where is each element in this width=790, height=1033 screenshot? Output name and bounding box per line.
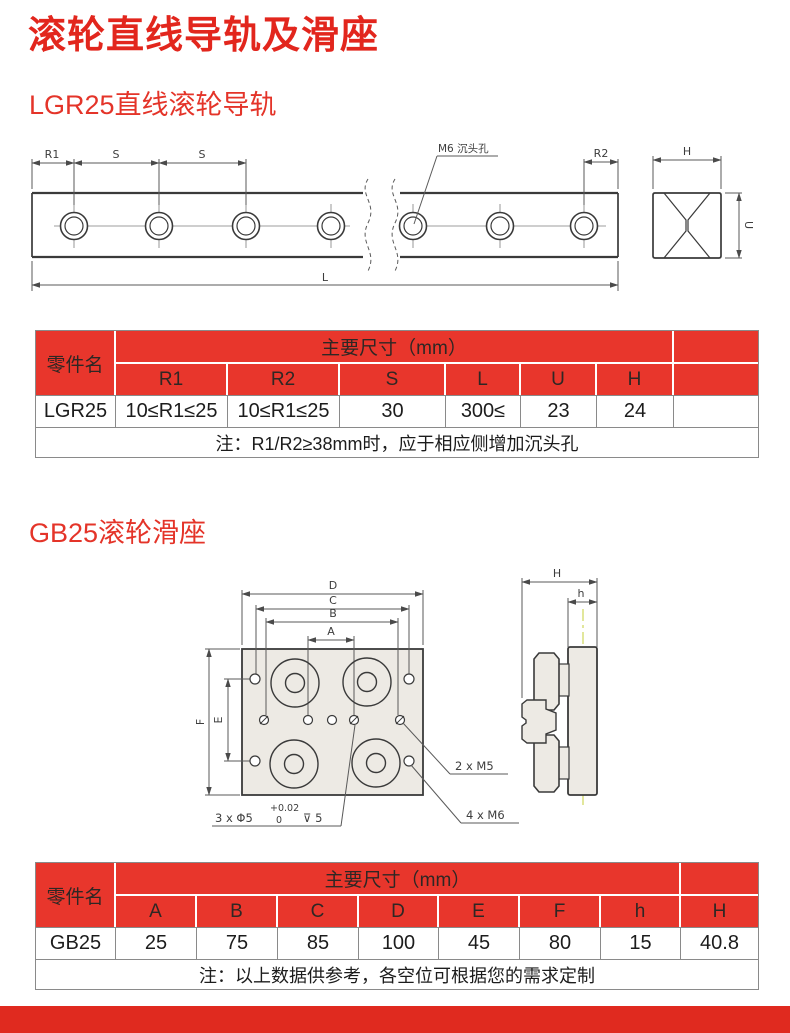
dims-front-top: D C B A [241, 579, 424, 643]
phi5-depth: ⊽ 5 [303, 811, 322, 825]
break-line [364, 178, 372, 272]
t1-note: 注：R1/R2≥38mm时，应于相应侧增加沉头孔 [36, 427, 758, 457]
dim-top: R1 S S [31, 148, 247, 205]
phi5-tol-top: +0.02 [270, 803, 299, 814]
lgr25-spec-table: 零件名 主要尺寸（mm） R1 R2 S L U H LGR25 10≤R1≤2… [35, 330, 759, 458]
t2-val-hs: 15 [601, 927, 681, 959]
t1-val-s: 30 [340, 395, 446, 427]
rail-hub [521, 699, 557, 744]
t2-col-b: B [197, 894, 278, 927]
t2-col-c: C [278, 894, 359, 927]
t2-data-row: GB25 25 75 85 100 45 80 15 40.8 [36, 927, 758, 959]
dim-label-h-small: h [578, 587, 585, 600]
slider-technical-drawing: D C B A F E 3 x Φ5 +0.02 0 ⊽ [194, 567, 598, 827]
section2-title: GB25滚轮滑座 [29, 518, 207, 548]
dim-label-s1: S [113, 148, 120, 161]
t2-col-d: D [359, 894, 439, 927]
phi5-tol-bottom: 0 [276, 815, 282, 826]
t2-part-name: GB25 [36, 927, 116, 959]
t2-col-hs: h [601, 894, 681, 927]
t2-val-c: 85 [278, 927, 359, 959]
dim-label-h-big: H [553, 567, 561, 580]
t2-val-d: 100 [359, 927, 439, 959]
t1-val-r1: 10≤R1≤25 [116, 395, 228, 427]
t2-col-hb: H [681, 894, 758, 927]
dim-label-f: F [194, 719, 207, 725]
dim-label-s2: S [199, 148, 206, 161]
dim-label-r1: R1 [45, 148, 60, 161]
t1-val-u: 23 [521, 395, 597, 427]
t1-val-l: 300≤ [446, 395, 521, 427]
rail-technical-drawing: R1 S S M6 沉头孔 R2 L H U [31, 142, 755, 291]
t2-part-header: 零件名 [36, 863, 116, 927]
dim-label-b: B [329, 607, 337, 620]
roller-top [533, 652, 560, 711]
dim-label-d: D [329, 579, 337, 592]
m5-label: 2 x M5 [455, 759, 494, 773]
t1-col-h: H [597, 362, 674, 395]
t1-part-header: 零件名 [36, 331, 116, 395]
phi5-label: 3 x Φ5 [215, 811, 253, 825]
t2-val-b: 75 [197, 927, 278, 959]
t1-col-r1: R1 [116, 362, 228, 395]
roller-bottom [533, 734, 560, 793]
t1-val-empty [674, 395, 758, 427]
slider-side-view: H h [521, 567, 598, 805]
dims-front-left: F E [194, 648, 250, 796]
t1-dims-header: 主要尺寸（mm） [116, 331, 674, 362]
mount-holes [249, 673, 415, 767]
dim-label-c: C [329, 594, 337, 607]
t2-note: 注：以上数据供参考，各空位可根据您的需求定制 [36, 959, 758, 989]
callout-phi5: 3 x Φ5 +0.02 0 ⊽ 5 [212, 724, 356, 827]
t2-val-e: 45 [439, 927, 520, 959]
roller-circles [269, 657, 401, 789]
break-line [391, 178, 399, 272]
dim-r2: R2 [583, 147, 619, 205]
footer-red-bar [0, 1006, 790, 1033]
t1-part-name: LGR25 [36, 395, 116, 427]
t1-col-l: L [446, 362, 521, 395]
t1-data-row: LGR25 10≤R1≤25 10≤R1≤25 30 300≤ 23 24 [36, 395, 758, 427]
rail-cross-section: H U [652, 145, 755, 259]
rail-holes [59, 204, 599, 248]
m6-slider-label: 4 x M6 [466, 808, 505, 822]
dim-label-h: H [683, 145, 691, 158]
dim-label-e: E [212, 716, 225, 723]
t2-dims-header: 主要尺寸（mm） [116, 863, 681, 894]
dim-label-l: L [322, 271, 329, 284]
page-title: 滚轮直线导轨及滑座 [28, 15, 380, 57]
t1-col-s: S [340, 362, 446, 395]
dim-l: L [31, 261, 619, 291]
t2-col-e: E [439, 894, 520, 927]
callout-m6: M6 沉头孔 [413, 142, 498, 225]
t2-col-f: F [520, 894, 601, 927]
t2-val-hb: 40.8 [681, 927, 758, 959]
t2-val-a: 25 [116, 927, 197, 959]
t2-col-a: A [116, 894, 197, 927]
t1-corner-cell [674, 331, 758, 362]
gb25-spec-table: 零件名 主要尺寸（mm） A B C D E F h H GB25 25 75 … [35, 862, 759, 990]
dim-label-a: A [327, 625, 335, 638]
m6-label: M6 沉头孔 [438, 142, 489, 155]
dim-label-r2: R2 [594, 147, 609, 160]
section1-title: LGR25直线滚轮导轨 [29, 90, 277, 120]
t2-corner-cell [681, 863, 758, 894]
t1-val-r2: 10≤R1≤25 [228, 395, 340, 427]
callout-m6-slider: 4 x M6 [410, 764, 519, 824]
t1-val-h: 24 [597, 395, 674, 427]
rail-outline [31, 178, 619, 272]
dim-label-u: U [742, 221, 755, 229]
t1-col-r2: R2 [228, 362, 340, 395]
callout-m5: 2 x M5 [402, 722, 508, 775]
t1-col-u: U [521, 362, 597, 395]
t2-val-f: 80 [520, 927, 601, 959]
slider-plate-side [567, 646, 598, 796]
t1-col-empty [674, 362, 758, 395]
